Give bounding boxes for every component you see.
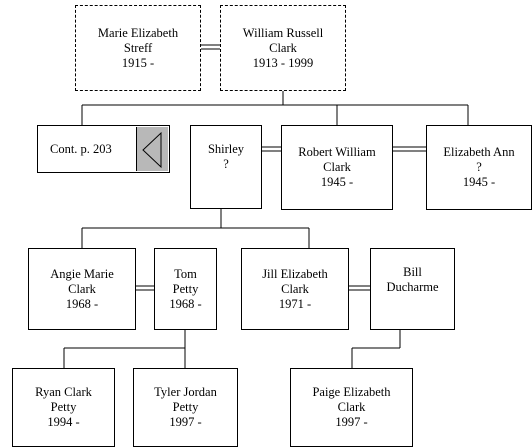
person-surname: ? <box>476 160 482 174</box>
person-name: Jill Elizabeth <box>262 266 328 281</box>
person-name: Tom <box>174 266 197 281</box>
person-surname: Streff <box>123 40 153 55</box>
person-dates: 1915 - <box>121 55 155 70</box>
person-dates: 1971 - <box>278 296 312 311</box>
person-jill-elizabeth-clark[interactable]: Jill Elizabeth Clark 1971 - <box>241 248 349 330</box>
person-surname: Clark <box>337 400 366 414</box>
person-ryan-clark-petty[interactable]: Ryan Clark Petty 1994 - <box>12 368 115 447</box>
person-surname: Clark <box>323 160 351 174</box>
person-surname: Clark <box>68 281 96 296</box>
person-robert-william-clark[interactable]: Robert William Clark 1945 - <box>281 125 393 210</box>
person-name: Paige Elizabeth <box>312 385 391 399</box>
person-dates: 1997 - <box>169 415 202 429</box>
person-bill-ducharme[interactable]: Bill Ducharme <box>370 248 455 330</box>
person-name: Robert William <box>298 145 376 159</box>
person-dates: 1945 - <box>462 175 496 189</box>
person-name: Angie Marie <box>50 266 114 281</box>
continuation-page-link[interactable]: Cont. p. 203 <box>37 125 170 173</box>
person-surname: ? <box>223 157 229 171</box>
person-dates: 1968 - <box>65 296 99 311</box>
person-surname: Ducharme <box>386 280 439 294</box>
person-william-russell-clark[interactable]: William Russell Clark 1913 - 1999 <box>220 5 346 91</box>
person-name: Marie Elizabeth <box>97 25 179 40</box>
person-paige-elizabeth-clark[interactable]: Paige Elizabeth Clark 1997 - <box>290 368 413 447</box>
person-name: Ryan Clark <box>35 385 92 399</box>
person-elizabeth-ann[interactable]: Elizabeth Ann ? 1945 - <box>426 125 532 210</box>
person-angie-marie-clark[interactable]: Angie Marie Clark 1968 - <box>28 248 136 330</box>
person-surname: Petty <box>172 281 199 296</box>
person-name: Shirley <box>207 142 245 156</box>
person-surname: Clark <box>269 40 297 55</box>
continuation-label: Cont. p. 203 <box>50 141 112 156</box>
person-dates: 1913 - 1999 <box>252 55 314 70</box>
person-shirley[interactable]: Shirley ? <box>190 125 262 209</box>
person-name: Bill <box>403 265 422 279</box>
person-surname: Clark <box>281 281 309 296</box>
person-dates: 1945 - <box>320 175 354 189</box>
person-surname: Petty <box>172 400 199 414</box>
person-name: Elizabeth Ann <box>443 145 515 159</box>
person-tyler-jordan-petty[interactable]: Tyler Jordan Petty 1997 - <box>133 368 238 447</box>
person-dates: 1997 - <box>335 415 368 429</box>
left-triangle-icon[interactable] <box>136 127 168 171</box>
person-surname: Petty <box>50 400 77 414</box>
person-dates: 1968 - <box>169 296 202 311</box>
person-name: William Russell <box>242 25 324 40</box>
person-name: Tyler Jordan <box>154 385 217 399</box>
person-tom-petty[interactable]: Tom Petty 1968 - <box>154 248 217 330</box>
person-marie-elizabeth-streff[interactable]: Marie Elizabeth Streff 1915 - <box>75 5 201 91</box>
person-dates: 1994 - <box>47 415 80 429</box>
